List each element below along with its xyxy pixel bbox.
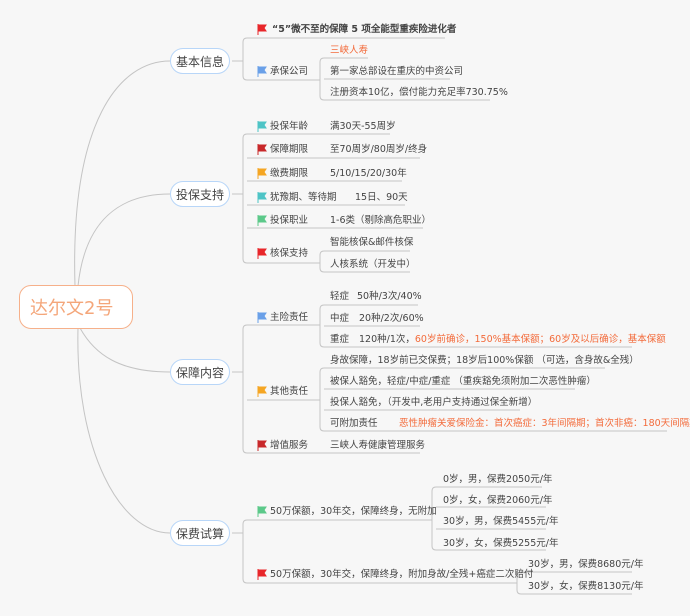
rider-label[interactable]: 可附加责任 (330, 418, 378, 429)
support-item-label[interactable]: 核保支持 (270, 248, 309, 259)
darkred-flag-icon (257, 440, 267, 451)
price-item[interactable]: 0岁，男，保费2050元/年 (443, 474, 553, 485)
service-value[interactable]: 三峡人寿健康管理服务 (330, 440, 426, 451)
support-item-label[interactable]: 犹豫期、等待期 (270, 192, 337, 203)
insurer-detail[interactable]: 注册资本10亿，偿付能力充足率730.75% (330, 87, 508, 98)
plan-label[interactable]: 50万保额，30年交，保障终身，附加身故/全残+癌症二次赔付 (270, 569, 534, 580)
teal-flag-icon (257, 192, 267, 203)
main-liability-label[interactable]: 主险责任 (270, 312, 309, 323)
root-topic[interactable]: 达尔文2号 (19, 285, 133, 329)
other-liability-label[interactable]: 其他责任 (270, 386, 309, 397)
illness-value-text: 120种/1次， (359, 334, 415, 345)
darkred-flag-icon (257, 144, 267, 155)
illness-name: 重症 (330, 334, 350, 345)
support-item-label[interactable]: 投保职业 (270, 215, 309, 226)
other-liability-item[interactable]: 被保人豁免，轻症/中症/重症 （重疾豁免须附加二次恶性肿瘤） (330, 376, 596, 387)
other-liability-item[interactable]: 身故保障，18岁前已交保费；18岁后100%保额 （可选，含身故&全残） (330, 355, 639, 366)
branch-basic-info[interactable]: 基本信息 (170, 48, 230, 74)
support-item-value[interactable]: 满30天-55周岁 (330, 121, 396, 132)
support-item-value[interactable]: 1-6类（剔除高危职业） (330, 215, 432, 226)
price-item[interactable]: 30岁，女，保费8130元/年 (528, 581, 644, 592)
red-flag-icon (257, 24, 267, 35)
blue-flag-icon (257, 66, 267, 77)
plan-label[interactable]: 50万保额，30年交，保障终身，无附加 (270, 506, 437, 517)
price-item[interactable]: 0岁，女，保费2060元/年 (443, 495, 553, 506)
insurer-label[interactable]: 承保公司 (270, 66, 309, 77)
illness-value[interactable]: 120种/1次，60岁前确诊，150%基本保额；60岁及以后确诊，基本保额 (359, 334, 666, 346)
headline[interactable]: “5”微不至的保障 5 项全能型重疾险进化者 (272, 24, 457, 35)
support-item-value[interactable]: 15日、90天 (355, 192, 408, 203)
support-item-value[interactable]: 人核系统（开发中） (330, 259, 416, 270)
illness-name: 轻症 (330, 291, 350, 302)
support-item-value[interactable]: 5/10/15/20/30年 (330, 168, 407, 179)
branch-coverage[interactable]: 保障内容 (170, 359, 230, 385)
blue-flag-icon (257, 312, 267, 323)
insurer-name[interactable]: 三峡人寿 (330, 45, 369, 56)
orange-flag-icon (257, 386, 267, 397)
support-item-label[interactable]: 投保年龄 (270, 121, 309, 132)
green-flag-icon (257, 215, 267, 226)
orange-flag-icon (257, 168, 267, 179)
illness-name: 中症 (330, 313, 350, 324)
illness-value[interactable]: 20种/2次/60% (359, 313, 424, 324)
branch-purchase-support[interactable]: 投保支持 (170, 181, 230, 207)
illness-note: 60岁前确诊，150%基本保额；60岁及以后确诊，基本保额 (414, 334, 666, 345)
branch-premium[interactable]: 保费试算 (170, 520, 230, 546)
red-flag-icon (257, 248, 267, 259)
teal-flag-icon (257, 121, 267, 132)
service-label[interactable]: 增值服务 (270, 440, 309, 451)
support-item-value[interactable]: 至70周岁/80周岁/终身 (330, 144, 428, 155)
support-item-label[interactable]: 保障期限 (270, 144, 309, 155)
support-item-label[interactable]: 缴费期限 (270, 168, 309, 179)
green-flag-icon (257, 506, 267, 517)
price-item[interactable]: 30岁，女，保费5255元/年 (443, 538, 559, 549)
support-item-value[interactable]: 智能核保&邮件核保 (330, 237, 414, 248)
illness-value[interactable]: 50种/3次/40% (357, 291, 422, 302)
other-liability-item[interactable]: 投保人豁免，（开发中,老用户支持通过保全新增） (330, 397, 538, 408)
insurer-detail[interactable]: 第一家总部设在重庆的中资公司 (330, 66, 464, 77)
rider-value[interactable]: 恶性肿瘤关爱保险金：首次癌症：3年间隔期；首次非癌：180天间隔期 (399, 418, 690, 429)
price-item[interactable]: 30岁，男，保费8680元/年 (528, 559, 644, 570)
price-item[interactable]: 30岁，男，保费5455元/年 (443, 516, 559, 527)
red-flag-icon (257, 569, 267, 580)
